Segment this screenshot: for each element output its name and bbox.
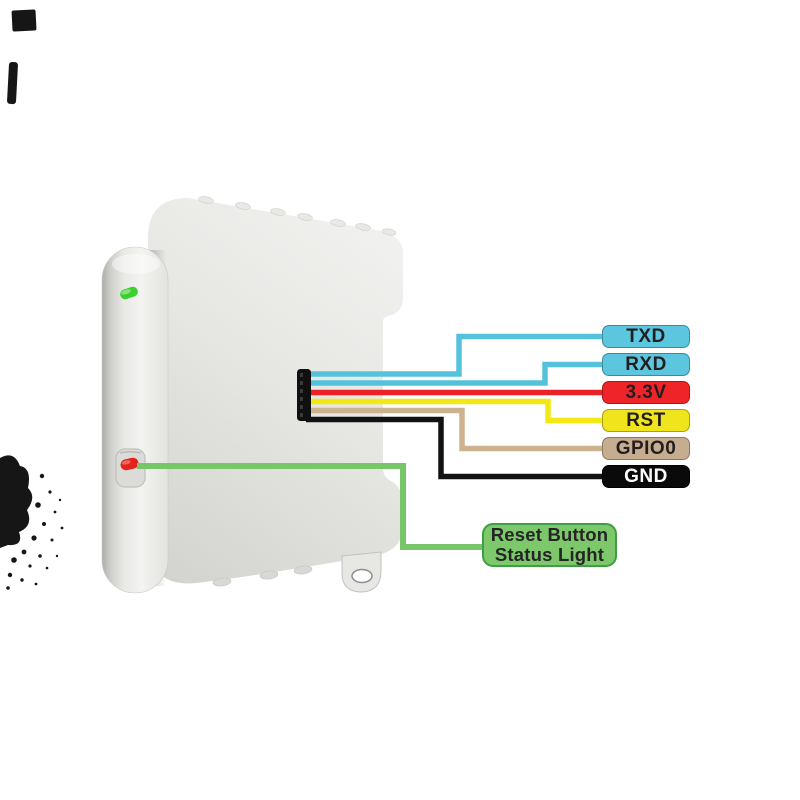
top-vent-bumps	[198, 196, 397, 236]
wire-gnd	[306, 416, 604, 480]
speckle-mark-top-2	[7, 61, 18, 105]
pin-label-3v3: 3.3V	[602, 381, 690, 404]
pin-label-txd: TXD	[602, 325, 690, 348]
pin-label-rxd: RXD	[602, 353, 690, 376]
speckle-mark-top-1	[11, 9, 37, 32]
din-clip	[341, 551, 382, 593]
speckle-blob	[0, 455, 33, 548]
front-pod	[101, 246, 169, 594]
pin-label-gnd: GND	[602, 465, 690, 488]
callout-line1: Reset Button	[490, 524, 609, 545]
pin-label-gpio0: GPIO0	[602, 437, 690, 460]
wire-rxd	[306, 361, 604, 386]
callout-reset-status: Reset Button Status Light	[482, 523, 617, 567]
wire-gpio0	[306, 407, 604, 452]
wire-rst	[306, 398, 604, 424]
wire-connector	[297, 369, 311, 421]
wires	[137, 333, 604, 550]
status-led-icon	[120, 286, 138, 300]
wire-callout	[137, 463, 484, 550]
wire-txd	[306, 333, 604, 377]
callout-line2: Status Light	[494, 544, 605, 565]
reset-led-icon	[120, 457, 139, 471]
ink-speckles	[0, 9, 64, 590]
device-body	[148, 196, 403, 593]
bottom-tabs	[212, 565, 313, 587]
pin-label-rst: RST	[602, 409, 690, 432]
reset-button[interactable]	[115, 448, 146, 488]
